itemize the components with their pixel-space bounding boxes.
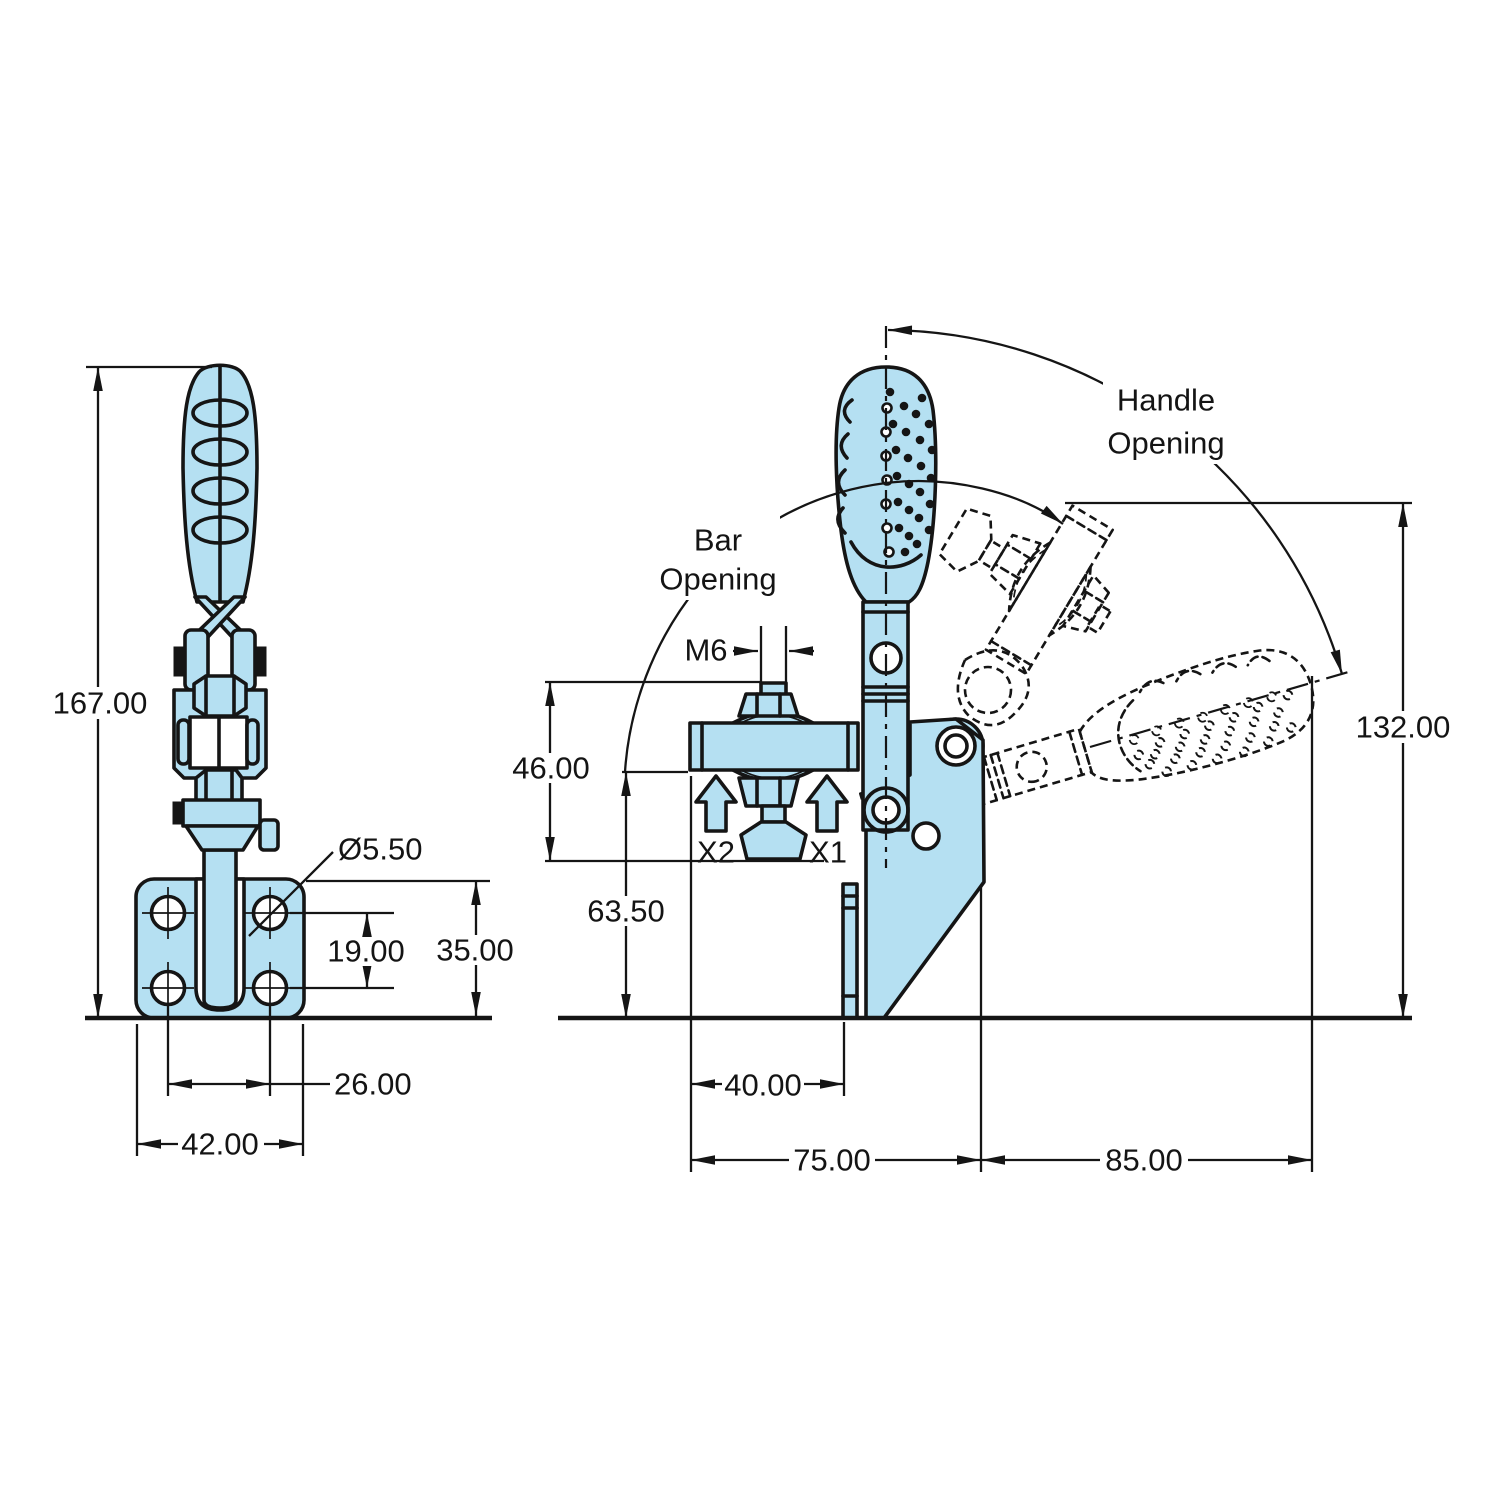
pressure-arrows: X2 X1 <box>694 774 849 870</box>
side-view: Bar Opening Handle Opening X2 X1 M6 46.0… <box>509 325 1452 1178</box>
dim-hole-diameter: Ø5.50 <box>338 832 422 867</box>
dim-plate-width: 42.00 <box>181 1127 259 1162</box>
dim-body-length: 75.00 <box>793 1143 871 1178</box>
dim-overall-height: 167.00 <box>53 686 148 721</box>
label-bar-opening-1: Bar <box>694 523 742 558</box>
dim-hole-column-spacing: 26.00 <box>334 1067 412 1102</box>
open-handle-centerline <box>1089 669 1353 749</box>
dim-hole-row-spacing: 19.00 <box>327 934 405 969</box>
dim-open-overall-height: 132.00 <box>1356 710 1451 745</box>
dim-base-to-bar: 63.50 <box>587 894 665 929</box>
label-bar-opening-2: Opening <box>659 562 776 597</box>
front-linkage <box>172 595 280 852</box>
label-handle-opening-1: Handle <box>1117 383 1215 418</box>
front-dimensions: 167.00 Ø5.50 19.00 35.00 26.00 42.00 <box>53 365 517 1162</box>
front-view: 167.00 Ø5.50 19.00 35.00 26.00 42.00 <box>53 363 517 1162</box>
dim-bar-length: 40.00 <box>724 1068 802 1103</box>
front-bar <box>202 848 238 1010</box>
label-x1: X1 <box>809 835 847 870</box>
dim-open-handle-reach: 85.00 <box>1105 1143 1183 1178</box>
label-handle-opening-2: Opening <box>1107 426 1224 461</box>
label-x2: X2 <box>697 835 735 870</box>
side-dimensions: M6 46.00 63.50 40.00 75.00 85.00 <box>509 501 1452 1178</box>
dim-spindle-thread: M6 <box>684 633 727 668</box>
front-flange-edge <box>841 882 859 1020</box>
dim-plate-height: 35.00 <box>436 933 514 968</box>
dim-clamp-section-height: 46.00 <box>512 751 590 786</box>
